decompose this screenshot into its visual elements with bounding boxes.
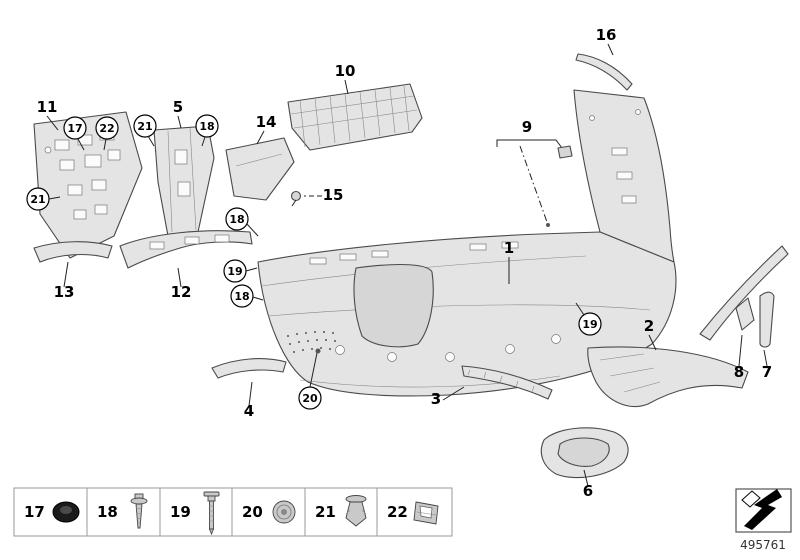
svg-text:18[interactable]: 18 <box>229 213 244 226</box>
legend-number-17[interactable]: 17 <box>24 503 45 521</box>
part-11-mounting-bracket <box>33 111 143 259</box>
side-trim-strip <box>699 245 789 341</box>
callout-label-9[interactable]: 9 <box>522 118 532 136</box>
fastener-callout-21-mid[interactable]: 21 <box>133 114 157 147</box>
part-2-lower-trim <box>587 334 749 408</box>
part-5-bracket <box>153 115 215 237</box>
legend-item-19: 19 <box>170 491 220 536</box>
fastener-callout-21-left[interactable]: 21 <box>26 187 61 211</box>
callout-label-6[interactable]: 6 <box>583 482 593 500</box>
callout-label-13[interactable]: 13 <box>54 283 75 301</box>
legend-number-18[interactable]: 18 <box>97 503 118 521</box>
legend-number-21[interactable]: 21 <box>315 503 336 521</box>
callout-label-14[interactable]: 14 <box>256 113 277 131</box>
legend-number-22[interactable]: 22 <box>387 503 408 521</box>
fastener-callout-18-upper-left[interactable]: 18 <box>225 207 259 237</box>
expanding-rivet-icon <box>345 495 367 527</box>
part-4-trim-strip <box>211 358 287 407</box>
plastic-nut-icon <box>272 500 296 524</box>
callout-label-2[interactable]: 2 <box>644 317 654 335</box>
callout-label-11[interactable]: 11 <box>37 98 58 116</box>
part-1-bumper-cover <box>257 89 677 397</box>
svg-text:18[interactable]: 18 <box>234 290 249 303</box>
diagram-part-number: 495761 <box>740 538 786 552</box>
part-12-bracket <box>119 230 253 288</box>
callout-label-3[interactable]: 3 <box>431 390 441 408</box>
clamp-clip-icon <box>413 501 439 525</box>
svg-text:22[interactable]: 22 <box>99 122 114 135</box>
fastener-callout-19-left[interactable]: 19 <box>223 259 258 283</box>
callout-label-16[interactable]: 16 <box>596 26 617 44</box>
legend-number-19[interactable]: 19 <box>170 503 191 521</box>
callout-label-1[interactable]: 1 <box>504 239 514 257</box>
legend-item-17: 17 <box>24 501 80 523</box>
screw-icon <box>130 493 148 529</box>
part-7-trim-blade <box>759 291 775 367</box>
fastener-callout-20[interactable]: 20 <box>298 348 322 410</box>
callout-label-12[interactable]: 12 <box>171 283 192 301</box>
part-15-clip <box>290 190 322 207</box>
fastener-callout-17[interactable]: 17 <box>63 116 87 151</box>
catalog-logo <box>735 488 792 533</box>
fastener-callout-18-lower-left[interactable]: 18 <box>230 284 264 308</box>
fastener-callout-22[interactable]: 22 <box>95 116 119 151</box>
svg-text:19[interactable]: 19 <box>227 265 242 278</box>
part-16-trim-strip <box>575 43 633 91</box>
fastener-legend: 17 18 19 <box>13 487 453 537</box>
legend-item-22: 22 <box>387 501 439 525</box>
svg-text:20[interactable]: 20 <box>302 392 318 405</box>
zigzag-arrow-icon <box>741 489 782 530</box>
fastener-callout-18-top[interactable]: 18 <box>195 114 219 147</box>
part-9-clip <box>496 139 573 227</box>
callout-label-15[interactable]: 15 <box>323 186 344 204</box>
callout-label-8[interactable]: 8 <box>734 363 744 381</box>
legend-item-18: 18 <box>97 493 148 529</box>
part-3-trim-strip <box>442 365 553 401</box>
legend-number-20[interactable]: 20 <box>242 503 263 521</box>
part-6-exhaust-trim <box>540 427 629 487</box>
fastener-callout-19-right[interactable]: 19 <box>575 302 602 336</box>
svg-text:18[interactable]: 18 <box>199 120 214 133</box>
svg-text:21[interactable]: 21 <box>137 120 152 133</box>
callout-label-10[interactable]: 10 <box>335 62 356 80</box>
svg-text:21[interactable]: 21 <box>30 193 45 206</box>
part-8-bracket <box>735 297 755 367</box>
callout-label-5[interactable]: 5 <box>173 98 183 116</box>
svg-text:19[interactable]: 19 <box>582 318 597 331</box>
part-13-trim <box>33 241 113 288</box>
svg-text:17[interactable]: 17 <box>67 122 82 135</box>
legend-item-21: 21 <box>315 495 367 527</box>
expansion-rivet-pin-icon <box>203 491 220 536</box>
grommet-icon <box>52 501 80 523</box>
bumper-texture-dots <box>287 331 336 353</box>
legend-item-20: 20 <box>242 500 296 524</box>
callout-label-7[interactable]: 7 <box>762 363 772 381</box>
part-10-impact-absorber <box>287 79 423 151</box>
callout-label-4[interactable]: 4 <box>244 402 254 420</box>
part-14-bracket <box>225 130 295 201</box>
